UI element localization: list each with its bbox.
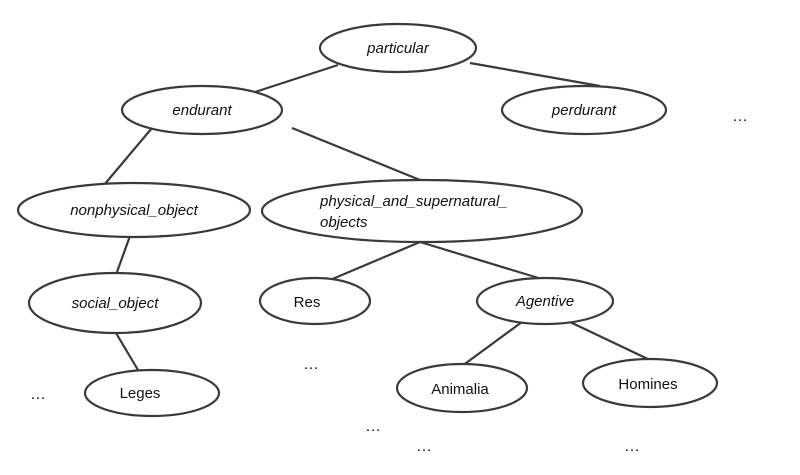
node-label: Animalia	[431, 381, 489, 398]
node-physical-and-supernatural-objects: physical_and_supernatural_ objects	[260, 178, 584, 244]
edge-physical-res	[329, 240, 421, 282]
edge-endurant-nonphysical-object	[103, 127, 153, 186]
node-label: Homines	[618, 376, 677, 393]
node-label-line2: objects	[320, 214, 368, 231]
ellipsis-after-perdurant: …	[732, 108, 748, 125]
edge-agentive-homines	[569, 321, 651, 361]
node-label: particular	[366, 40, 430, 57]
node-label: perdurant	[551, 102, 617, 119]
node-label: Agentive	[515, 293, 574, 310]
node-animalia: Animalia	[395, 362, 529, 414]
node-label: Res	[294, 294, 321, 311]
edge-particular-endurant	[254, 63, 339, 94]
node-res: Res	[258, 276, 372, 326]
node-label: Leges	[120, 385, 161, 402]
edge-nonphysical-social-object	[115, 235, 132, 273]
ellipsis-below-res: …	[303, 356, 319, 373]
node-label-line1: physical_and_supernatural_	[319, 193, 508, 210]
ellipsis-below-animalia: …	[416, 438, 432, 455]
edge-endurant-physical-objects	[291, 126, 421, 182]
node-leges: Leges	[83, 368, 221, 418]
node-social-object: social_object	[27, 271, 203, 335]
ellipsis-left-of-leges: …	[30, 386, 46, 403]
node-endurant: endurant	[120, 84, 284, 136]
node-homines: Homines	[581, 357, 719, 409]
node-nonphysical-object: nonphysical_object	[16, 181, 252, 239]
ellipsis-below-homines: …	[624, 438, 640, 455]
node-label: social_object	[72, 295, 160, 312]
node-perdurant: perdurant	[500, 84, 668, 136]
edge-agentive-animalia	[461, 321, 523, 367]
node-label: endurant	[172, 102, 232, 119]
ellipsis-lower-left-animalia: …	[365, 418, 381, 435]
node-label: nonphysical_object	[70, 202, 198, 219]
edge-particular-perdurant	[469, 61, 601, 88]
node-agentive: Agentive	[475, 276, 615, 326]
node-particular: particular	[318, 22, 478, 74]
edge-physical-agentive	[419, 240, 546, 282]
edge-social-object-leges	[115, 332, 139, 371]
